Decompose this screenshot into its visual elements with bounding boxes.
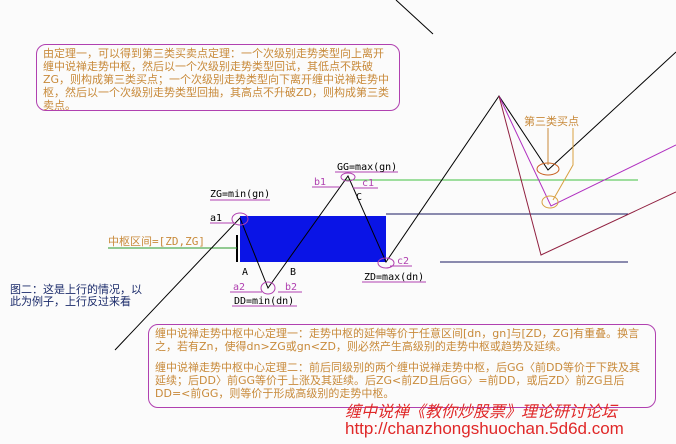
gg-label: GG=max(gn) [337, 162, 397, 173]
buy3-circle-alt [541, 195, 559, 209]
b1-label: b1 [314, 177, 326, 188]
dd-label: DD=min(dn) [234, 296, 294, 307]
top-line [395, 0, 434, 35]
buy3-label: 第三类买点 [524, 114, 579, 128]
b2-label: b2 [285, 282, 297, 293]
B-label: B [290, 267, 296, 278]
zone-label: 中枢区间=[ZD,ZG] [108, 234, 205, 248]
alt-path-1 [498, 95, 676, 207]
label-underlines [210, 171, 426, 307]
A-label: A [242, 267, 248, 278]
center-theorem-1: 缠中说禅走势中枢中心定理一：走势中枢的延伸等价于任意区间[dn，gn]与[ZD，… [155, 327, 640, 353]
center-theorems-box: 缠中说禅走势中枢中心定理一：走势中枢的延伸等价于任意区间[dn，gn]与[ZD，… [148, 324, 656, 408]
pivot-zone [240, 216, 386, 262]
center-theorem-2: 缠中说禅走势中枢中心定理二：前后同级别的两个缠中说禅走势中枢，后GG〈前DD等价… [155, 361, 640, 400]
zg-label: ZG=min(gn) [210, 189, 270, 200]
c2-label: c2 [397, 256, 409, 267]
point-circles [231, 172, 395, 295]
watermark-title: 缠中说禅《教你炒股票》理论研讨论坛 [345, 402, 618, 421]
alt-path-2 [498, 95, 676, 256]
C-label: C [356, 192, 362, 203]
price-path [114, 51, 676, 351]
figure-note: 图二：这是上行的情况，以此为例子，上行反过来看 [10, 283, 142, 308]
a1-label: a1 [210, 213, 222, 224]
watermark-url[interactable]: http://chanzhongshuochan.5d6d.com [345, 419, 624, 438]
c1-label: c1 [362, 178, 374, 189]
zd-label: ZD=max(dn) [364, 272, 424, 283]
a2-label: a2 [233, 282, 245, 293]
theorem-box: 由定理一，可以得到第三类买卖点定理：一个次级别走势类型向上离开缠中说禅走势中枢，… [36, 44, 400, 112]
